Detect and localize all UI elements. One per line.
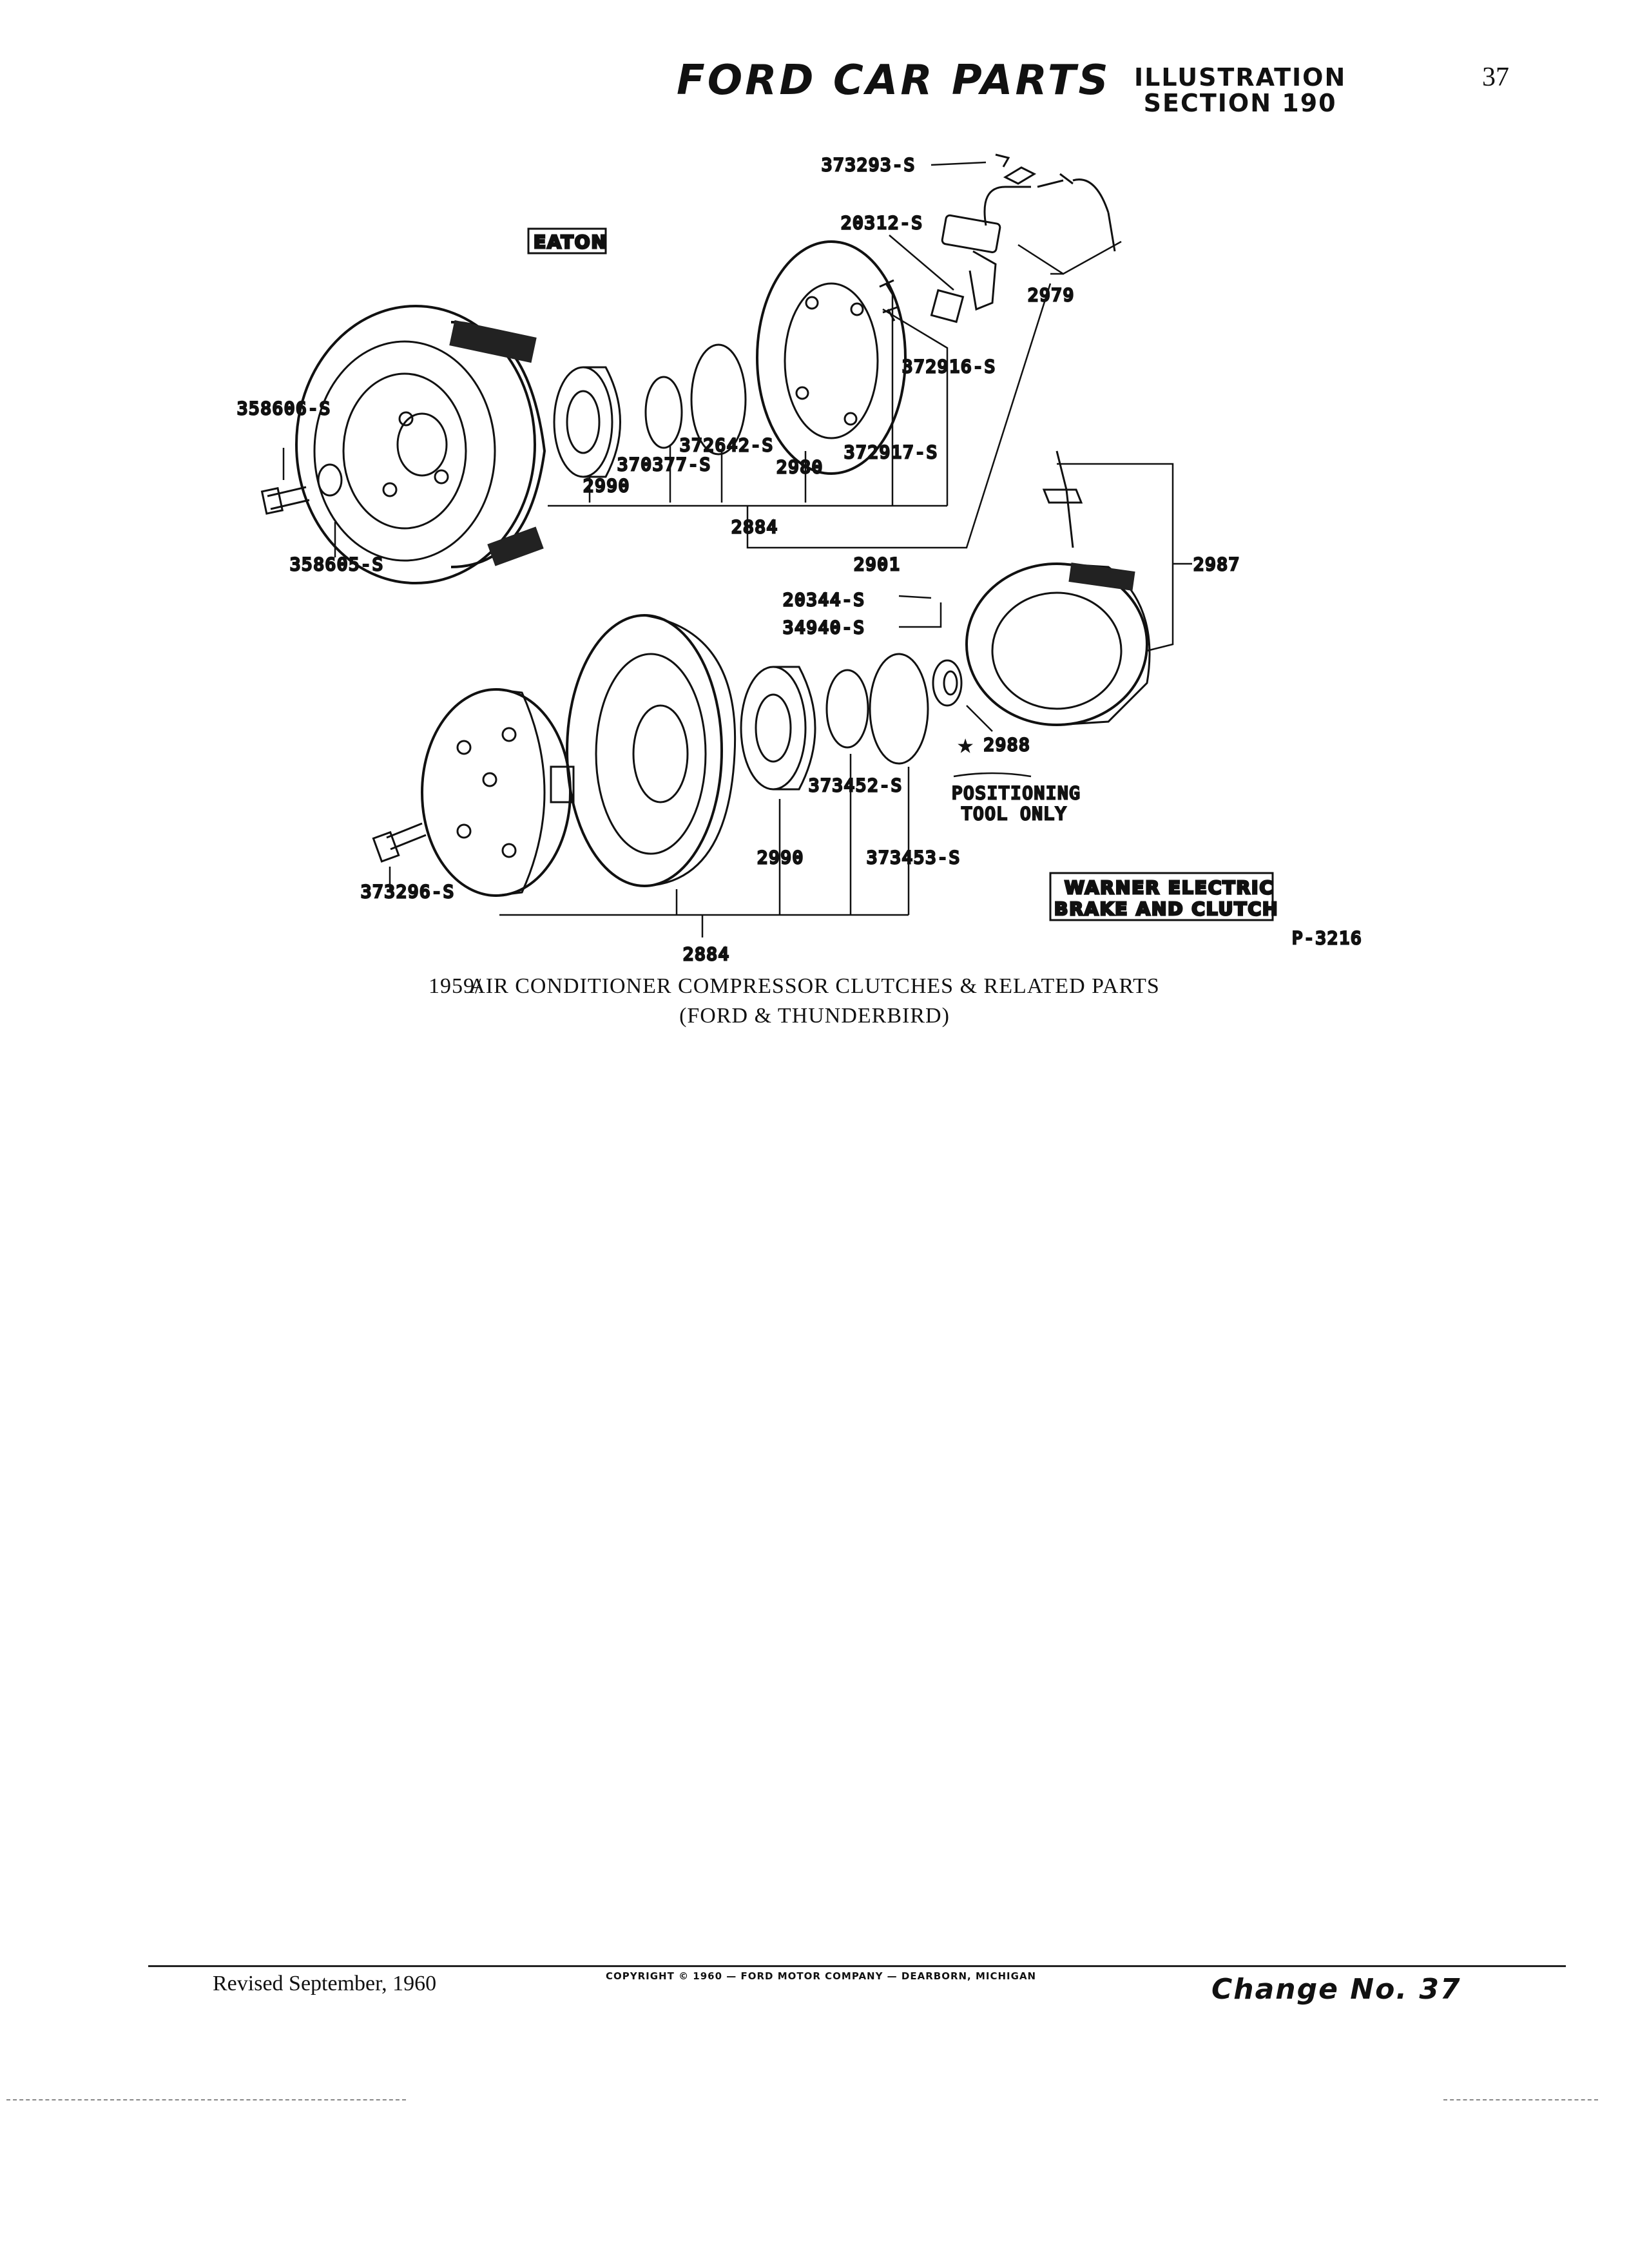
upper-snap-ring-large bbox=[690, 343, 747, 456]
positioning-tool bbox=[932, 659, 963, 707]
brake-plate bbox=[756, 240, 907, 475]
tool-only-label: TOOL ONLY bbox=[961, 804, 1067, 824]
page-number: 37 bbox=[1482, 62, 1509, 92]
label-2990-upper: 2990 bbox=[583, 476, 630, 496]
label-2979: 2979 bbox=[1028, 285, 1075, 305]
warner-label-line2: BRAKE AND CLUTCH bbox=[1054, 898, 1278, 919]
caption-line1: AIR CONDITIONER COMPRESSOR CLUTCHES & RE… bbox=[469, 974, 1160, 998]
label-2884-upper: 2884 bbox=[731, 517, 778, 537]
label-372916-s: 372916-S bbox=[902, 357, 996, 377]
scan-artifact-right bbox=[1443, 2099, 1598, 2100]
switch-bracket bbox=[930, 153, 1116, 323]
scan-artifact-left bbox=[6, 2099, 406, 2100]
label-370377-s: 370377-S bbox=[617, 455, 711, 475]
section-heading: ILLUSTRATION SECTION 190 bbox=[1134, 64, 1346, 116]
upper-small-screws bbox=[879, 279, 898, 322]
label-20344-s: 20344-S bbox=[783, 590, 865, 610]
lower-bolt-373296 bbox=[372, 822, 427, 863]
lower-snap-ring-large bbox=[869, 653, 929, 765]
leader-lines bbox=[282, 161, 1192, 937]
label-373452-s: 373452-S bbox=[809, 776, 903, 796]
eaton-label: EATON bbox=[534, 231, 608, 253]
warner-box: WARNER ELECTRIC BRAKE AND CLUTCH bbox=[1049, 872, 1278, 921]
label-34940-s: 34940-S bbox=[783, 618, 865, 638]
label-373296-s: 373296-S bbox=[361, 882, 455, 902]
section-label: SECTION 190 bbox=[1143, 89, 1337, 117]
figure-caption: 1959/ AIR CONDITIONER COMPRESSOR CLUTCHE… bbox=[0, 972, 1629, 1031]
label-372642-s: 372642-S bbox=[680, 436, 774, 456]
label-2988: ★ 2988 bbox=[960, 735, 1031, 755]
label-373293-s: 373293-S bbox=[822, 155, 916, 175]
copyright: COPYRIGHT © 1960 — FORD MOTOR COMPANY — … bbox=[606, 1970, 1037, 1982]
label-358606-s: 358606-S bbox=[237, 399, 331, 419]
eaton-pulley bbox=[295, 305, 546, 584]
lower-bearing bbox=[740, 666, 816, 791]
label-20312-s: 20312-S bbox=[841, 213, 923, 233]
label-2990-lower: 2990 bbox=[757, 848, 804, 868]
footer-rule bbox=[148, 1965, 1566, 1967]
positioning-tool-label: POSITIONING bbox=[952, 783, 1081, 803]
label-2980: 2980 bbox=[776, 457, 824, 477]
upper-snap-ring-small bbox=[644, 376, 683, 449]
parts-illustration: EATON bbox=[236, 153, 1363, 966]
label-358605-s: 358605-S bbox=[290, 555, 384, 575]
illustration-label: ILLUSTRATION bbox=[1134, 63, 1347, 91]
label-2884-lower: 2884 bbox=[683, 945, 730, 965]
lower-snap-ring-small bbox=[825, 669, 869, 749]
upper-bolt-358606 bbox=[260, 486, 310, 515]
label-2987: 2987 bbox=[1193, 555, 1240, 575]
reference-code: P-3216 bbox=[1292, 928, 1363, 948]
field-coil bbox=[965, 450, 1151, 726]
caption-line2: (FORD & THUNDERBIRD) bbox=[679, 1004, 950, 1028]
page-title: FORD CAR PARTS bbox=[677, 57, 1111, 104]
upper-washer-358605 bbox=[317, 463, 343, 497]
clutch-plate bbox=[421, 688, 575, 897]
revised-date: Revised September, 1960 bbox=[213, 1972, 437, 1995]
eaton-box: EATON bbox=[527, 227, 608, 255]
change-number: Change No. 37 bbox=[1211, 1973, 1461, 2006]
warner-pulley bbox=[566, 614, 737, 887]
upper-bearing bbox=[553, 366, 621, 478]
warner-label-line1: WARNER ELECTRIC bbox=[1065, 877, 1274, 898]
label-373453-s: 373453-S bbox=[867, 848, 961, 868]
label-2901: 2901 bbox=[854, 555, 901, 575]
caption-year: 1959/ bbox=[429, 974, 482, 998]
label-372917-s: 372917-S bbox=[844, 443, 938, 463]
